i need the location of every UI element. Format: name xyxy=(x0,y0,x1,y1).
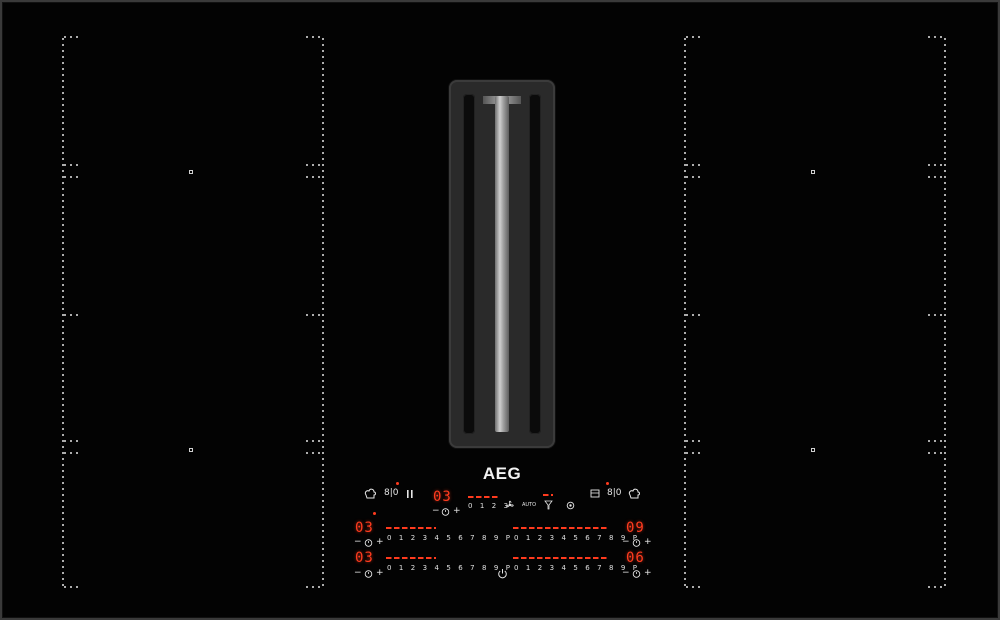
zone-power-scale[interactable]: 0 1 2 3 4 5 6 7 8 9 P xyxy=(514,564,640,572)
zone-center-mark xyxy=(811,170,815,174)
zone-outline xyxy=(304,452,322,454)
vent-slot xyxy=(463,94,475,434)
filter-indicator-bar xyxy=(543,494,553,496)
zone-outline xyxy=(684,176,702,178)
zone-level-display: 09 xyxy=(626,520,645,536)
downdraft-vent[interactable] xyxy=(449,80,555,448)
zone-outline xyxy=(304,440,322,442)
left-mode-display[interactable]: 8|0 xyxy=(384,488,399,498)
zone-outline xyxy=(62,36,80,38)
chef-hat-icon[interactable] xyxy=(628,488,640,500)
auto-button[interactable]: AUTO xyxy=(522,502,537,508)
zone-minus-button[interactable]: − xyxy=(622,537,630,547)
indicator-led xyxy=(396,482,399,485)
zone-level-bar xyxy=(513,557,609,559)
zone-level-bar xyxy=(386,527,436,529)
power-icon[interactable] xyxy=(497,568,508,579)
fan-icon[interactable] xyxy=(505,500,515,510)
zone-plus-button[interactable]: + xyxy=(376,537,384,547)
hood-scale[interactable]: 0 1 2 3 xyxy=(468,502,511,510)
indicator-led xyxy=(373,512,376,515)
zone-plus-button[interactable]: + xyxy=(644,568,652,578)
pause-icon[interactable] xyxy=(406,489,414,499)
lock-icon[interactable] xyxy=(566,501,575,510)
timer-icon[interactable] xyxy=(632,538,641,547)
zone-power-scale[interactable]: 0 1 2 3 4 5 6 7 8 9 P xyxy=(514,534,640,542)
zone-outline xyxy=(926,176,944,178)
zone-outline xyxy=(62,440,80,442)
zone-plus-button[interactable]: + xyxy=(376,568,384,578)
zone-outline xyxy=(304,586,322,588)
timer-icon[interactable] xyxy=(632,569,641,578)
zone-outline xyxy=(684,314,702,316)
zone-outline xyxy=(684,36,702,38)
zone-outline xyxy=(926,440,944,442)
timer-icon[interactable] xyxy=(441,507,450,516)
brand-logo: AEG xyxy=(482,464,522,483)
zone-outline xyxy=(926,586,944,588)
cooking-zone-right[interactable] xyxy=(684,36,946,588)
zone-outline xyxy=(62,452,80,454)
cooking-zone-left[interactable] xyxy=(62,36,324,588)
zone-outline xyxy=(926,164,944,166)
zone-outline xyxy=(684,164,702,166)
zone-power-scale[interactable]: 0 1 2 3 4 5 6 7 8 9 P xyxy=(387,564,513,572)
hood-level-display: 03 xyxy=(433,489,452,505)
display-icon[interactable] xyxy=(590,488,600,498)
zone-center-mark xyxy=(811,448,815,452)
zone-outline xyxy=(926,452,944,454)
zone-outline xyxy=(62,164,80,166)
zone-outline xyxy=(304,164,322,166)
zone-outline xyxy=(304,36,322,38)
hood-plus-button[interactable]: + xyxy=(453,506,461,516)
zone-level-bar xyxy=(513,527,609,529)
chef-hat-icon[interactable] xyxy=(364,488,376,500)
zone-level-display: 03 xyxy=(355,520,374,536)
zone-level-display: 06 xyxy=(626,550,645,566)
zone-minus-button[interactable]: − xyxy=(622,568,630,578)
timer-icon[interactable] xyxy=(364,569,373,578)
zone-plus-button[interactable]: + xyxy=(644,537,652,547)
zone-outline xyxy=(684,452,702,454)
zone-outline xyxy=(62,176,80,178)
zone-outline xyxy=(684,36,686,588)
vent-slot xyxy=(529,94,541,434)
zone-outline xyxy=(944,36,946,588)
zone-outline xyxy=(304,176,322,178)
filter-icon[interactable] xyxy=(544,500,553,510)
zone-center-mark xyxy=(189,170,193,174)
zone-outline xyxy=(322,36,324,588)
zone-center-mark xyxy=(189,448,193,452)
zone-outline xyxy=(62,36,64,588)
zone-outline xyxy=(62,586,80,588)
zone-outline xyxy=(304,314,322,316)
zone-outline xyxy=(684,586,702,588)
zone-outline xyxy=(926,314,944,316)
right-mode-display[interactable]: 8|0 xyxy=(607,488,622,498)
zone-outline xyxy=(684,440,702,442)
hood-level-bar xyxy=(468,496,498,498)
zone-minus-button[interactable]: − xyxy=(354,568,362,578)
zone-level-display: 03 xyxy=(355,550,374,566)
hood-minus-button[interactable]: − xyxy=(432,506,440,516)
indicator-led xyxy=(606,482,609,485)
zone-outline xyxy=(62,314,80,316)
timer-icon[interactable] xyxy=(364,538,373,547)
zone-minus-button[interactable]: − xyxy=(354,537,362,547)
vent-handle[interactable] xyxy=(495,96,509,432)
zone-level-bar xyxy=(386,557,436,559)
zone-power-scale[interactable]: 0 1 2 3 4 5 6 7 8 9 P xyxy=(387,534,513,542)
zone-outline xyxy=(926,36,944,38)
